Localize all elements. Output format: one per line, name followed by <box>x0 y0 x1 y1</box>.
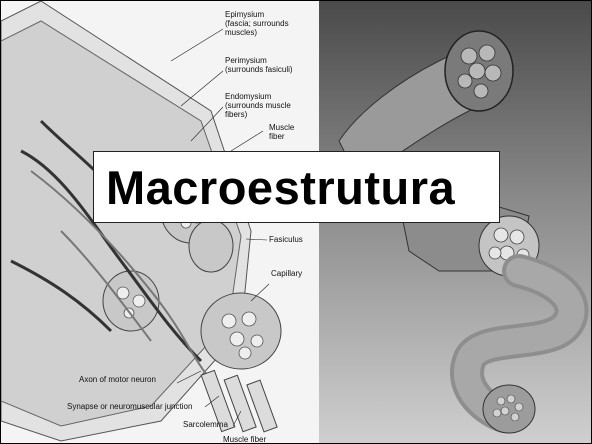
label-fasiculus: Fasiculus <box>269 235 303 244</box>
slide-title: Macroestrutura <box>94 160 455 215</box>
title-box: Macroestrutura <box>93 151 500 223</box>
label-muscle-fiber-top: Muscle fiber <box>269 123 294 141</box>
label-endomysium: Endomysium (surrounds muscle fibers) <box>225 92 291 119</box>
label-axon-motor-neuron: Axon of motor neuron <box>79 375 156 384</box>
label-synapse: Synapse or neuromuscular junction <box>67 402 192 411</box>
label-perimysium: Perimysium (surrounds fasiculi) <box>225 56 293 74</box>
label-capillary: Capillary <box>271 269 302 278</box>
label-muscle-fiber-bottom: Muscle fiber <box>223 435 266 444</box>
label-epimysium: Epimysium (fascia; surrounds muscles) <box>225 10 289 37</box>
label-sarcolemma: Sarcolemma <box>183 420 228 429</box>
